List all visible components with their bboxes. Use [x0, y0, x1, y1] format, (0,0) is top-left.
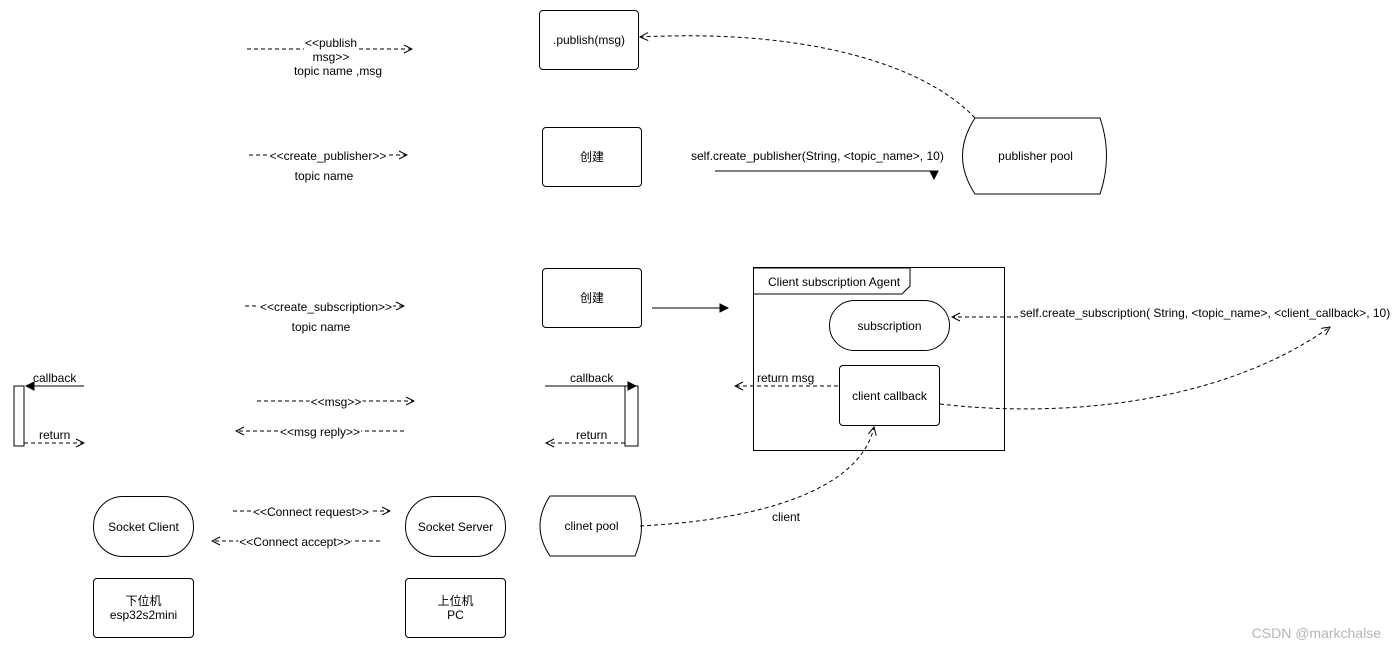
publish-label-line1: <<publish	[303, 36, 359, 50]
left-callback-label: callback	[33, 371, 77, 385]
callback-to-call-arrow	[939, 327, 1330, 410]
upper-machine-label-2: PC	[447, 608, 464, 622]
connect-accept-label: <<Connect accept>>	[238, 535, 352, 549]
client-pool-label: clinet pool	[540, 496, 643, 556]
client-subscription-agent-title: Client subscription Agent	[768, 275, 901, 289]
lower-machine-label-1: 下位机	[125, 594, 162, 608]
client-callback-box: client callback	[839, 365, 940, 426]
lower-machine-box: 下位机 esp32s2mini	[93, 578, 194, 638]
client-subscription-agent-frame	[753, 267, 1005, 451]
publish-box-label: .publish(msg)	[552, 33, 626, 47]
create-subscription-topic: topic name	[291, 320, 351, 334]
left-return-label: return	[39, 428, 71, 442]
socket-client-node: Socket Client	[93, 496, 194, 557]
client-pool-shape	[539, 495, 642, 557]
publish-label-line3: topic name ,msg	[293, 64, 383, 78]
publisher-pool-text: publisher pool	[998, 149, 1073, 163]
subscription-node: subscription	[829, 300, 950, 351]
create-publisher-box: 创建	[542, 127, 642, 187]
client-pool-text: clinet pool	[564, 519, 619, 533]
publish-box: .publish(msg)	[539, 10, 639, 70]
create-publisher-topic: topic name	[294, 169, 354, 183]
client-label: client	[772, 510, 801, 524]
pool-to-callback-arrow	[639, 427, 874, 527]
create-publisher-call-label: self.create_publisher(String, <topic_nam…	[691, 149, 944, 163]
lower-machine-label-2: esp32s2mini	[109, 608, 178, 622]
left-activation-bar	[13, 385, 25, 447]
agent-frame-tab	[754, 267, 911, 295]
socket-server-node: Socket Server	[405, 496, 506, 557]
upper-machine-label-1: 上位机	[437, 594, 474, 608]
create-publisher-label: <<create_publisher>>	[268, 149, 388, 163]
publish-label-line2: msg>>	[312, 50, 350, 64]
right-activation-bar	[624, 385, 639, 447]
watermark: CSDN @markchalse	[1251, 625, 1381, 641]
create-subscription-call-label: self.create_subscription( String, <topic…	[1019, 306, 1392, 320]
subscription-label: subscription	[857, 318, 922, 333]
right-return-label: return	[576, 428, 608, 442]
create-publisher-box-label: 创建	[579, 150, 604, 164]
create-subscription-label: <<create_subscription>>	[258, 300, 394, 314]
client-callback-label: client callback	[852, 388, 927, 403]
upper-machine-box: 上位机 PC	[405, 578, 506, 638]
pool-to-publish-arrow	[640, 36, 976, 119]
create-publisher-call-arrow	[715, 170, 934, 179]
socket-server-label: Socket Server	[417, 519, 494, 534]
create-subscription-box-label: 创建	[579, 291, 604, 305]
msg-label: <<msg>>	[309, 395, 363, 409]
publisher-pool-label: publisher pool	[963, 118, 1108, 194]
return-msg-label: return msg	[757, 371, 815, 385]
socket-client-label: Socket Client	[108, 519, 179, 534]
right-callback-label: callback	[570, 371, 614, 385]
create-subscription-box: 创建	[542, 268, 642, 328]
publisher-pool-shape	[962, 117, 1107, 195]
msg-reply-label: <<msg reply>>	[278, 425, 362, 439]
connect-request-label: <<Connect request>>	[251, 505, 371, 519]
